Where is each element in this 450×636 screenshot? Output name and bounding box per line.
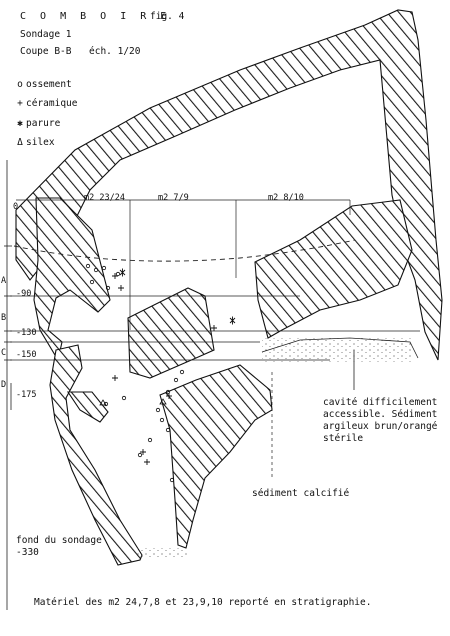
- site-title: C O M B O I R E: [20, 11, 171, 22]
- figure-number: fig. 4: [150, 11, 185, 22]
- ceramic-markers: [112, 273, 217, 465]
- ceramic-symbol-icon: +: [17, 98, 23, 109]
- figure-caption: Matériel des m2 24,7,8 et 23,9,10 report…: [34, 597, 372, 608]
- coupe-label: Coupe B-B: [20, 46, 72, 57]
- rock-left-ledge: [66, 391, 109, 423]
- depth-label: -150: [16, 350, 37, 360]
- grid-zero-label: 0: [13, 202, 19, 212]
- rock-central-block: [127, 287, 215, 379]
- legend-label: silex: [26, 137, 55, 148]
- layer-limit-dashed: [13, 239, 356, 262]
- depth-ticks: [4, 245, 12, 410]
- depth-label: -130: [16, 328, 37, 338]
- rock-left-wall: [33, 197, 111, 362]
- ornament-symbol-icon: ✱: [17, 118, 23, 129]
- flint-markers: [99, 398, 167, 406]
- layer-label: D: [1, 380, 7, 390]
- layer-label: B: [1, 313, 7, 323]
- scale-label: éch. 1/20: [89, 46, 141, 57]
- sediment-band: [262, 338, 412, 362]
- legend-label: ossement: [26, 79, 72, 90]
- ornament-markers: [119, 268, 236, 325]
- legend-label: céramique: [26, 98, 78, 109]
- rock-right-massif: [254, 199, 413, 339]
- sondage-bottom-note: fond du sondage: [16, 535, 102, 546]
- sediment-floor: [136, 548, 188, 558]
- depth-label: -90: [16, 289, 32, 299]
- find-markers: [85, 263, 185, 483]
- legend-item-ornament: ✱parure: [14, 118, 60, 129]
- rock-left-lower: [49, 344, 143, 566]
- cavity-note: cavité difficilement accessible. Sédimen…: [323, 397, 438, 444]
- sondage-bottom-depth: -330: [16, 547, 39, 558]
- cavity-outline: [261, 337, 419, 359]
- layer-label: C: [1, 348, 7, 358]
- grid-column-label: m2 7/9: [158, 193, 189, 203]
- legend-item-ceramic: +céramique: [14, 98, 77, 109]
- layer-label: A: [1, 276, 7, 286]
- depth-label: -175: [16, 390, 37, 400]
- bone-symbol-icon: o: [17, 79, 23, 90]
- rock-lower-center: [159, 364, 273, 549]
- grid-column-label: m2 23/24: [84, 193, 125, 203]
- legend-label: parure: [26, 118, 61, 129]
- grid-column-label: m2 8/10: [268, 193, 304, 203]
- calcified-sediment-note: sédiment calcifié: [252, 488, 350, 499]
- sondage-label: Sondage 1: [20, 29, 72, 40]
- flint-symbol-icon: Δ: [17, 137, 23, 148]
- rock-upper-band: [15, 9, 443, 361]
